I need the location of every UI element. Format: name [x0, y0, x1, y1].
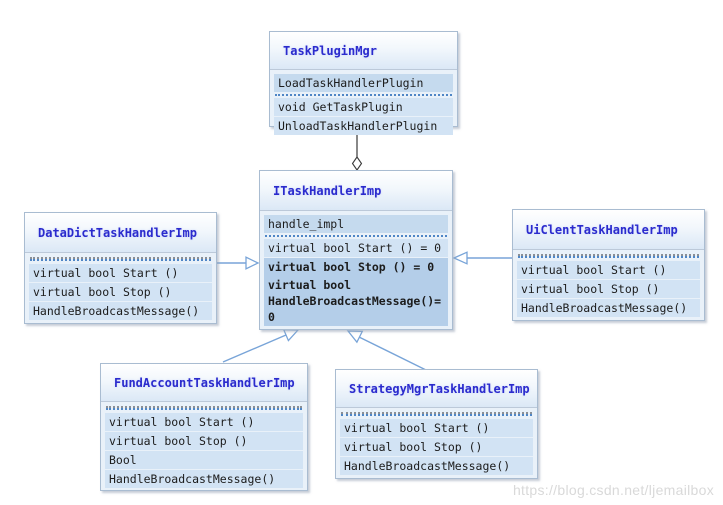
method-row-handlebroadcastmessage[interactable]: HandleBroadcastMessage()	[105, 470, 303, 488]
method-row-handlebroadcastmessage[interactable]: HandleBroadcastMessage()	[517, 299, 700, 317]
inheritance-arrowhead-icon	[346, 330, 364, 344]
watermark-url: https://blog.csdn.net/ljemailbox	[512, 482, 714, 498]
class-name-label: FundAccountTaskHandlerImp	[114, 375, 295, 390]
class-title-bar[interactable]: StrategyMgrTaskHandlerImp	[336, 370, 537, 408]
class-members-compartment: LoadTaskHandlerPlugin void GetTaskPlugin…	[270, 71, 457, 135]
class-box-fundaccounttaskhandlerimp[interactable]: FundAccountTaskHandlerImp virtual bool S…	[100, 363, 308, 491]
inheritance-connector-strategymgr-itaskhandlerimp[interactable]	[346, 330, 429, 372]
empty-fields-divider	[30, 257, 211, 261]
method-row-handlebroadcastmessage[interactable]: HandleBroadcastMessage()	[29, 302, 212, 320]
class-title-bar[interactable]: FundAccountTaskHandlerImp	[101, 364, 307, 402]
inheritance-arrowhead-icon	[245, 256, 260, 270]
method-row-bool[interactable]: Bool	[105, 451, 303, 469]
empty-fields-divider	[341, 412, 532, 416]
inheritance-line[interactable]	[222, 334, 287, 363]
class-name-label: StrategyMgrTaskHandlerImp	[349, 381, 530, 396]
class-name-label: TaskPluginMgr	[283, 43, 377, 58]
class-title-bar[interactable]: UiClentTaskHandlerImp	[513, 210, 704, 250]
method-row-stop[interactable]: virtual bool Stop ()	[340, 438, 533, 456]
method-row-start[interactable]: virtual bool Start () = 0	[264, 239, 448, 257]
inheritance-arrowhead-icon	[452, 251, 468, 265]
class-box-itaskhandlerimp[interactable]: ITaskHandlerImp handle_impl virtual bool…	[259, 170, 453, 330]
inheritance-arrowhead-icon	[282, 328, 300, 342]
class-box-taskpluginmgr[interactable]: TaskPluginMgr LoadTaskHandlerPlugin void…	[269, 31, 458, 135]
class-title-bar[interactable]: TaskPluginMgr	[270, 32, 457, 70]
method-row-stop[interactable]: virtual bool Stop ()	[29, 283, 212, 301]
class-box-uiclenttaskhandlerimp[interactable]: UiClentTaskHandlerImp virtual bool Start…	[512, 209, 705, 321]
class-members-compartment: handle_impl virtual bool Start () = 0 vi…	[260, 212, 452, 329]
class-title-bar[interactable]: ITaskHandlerImp	[260, 171, 452, 211]
compartment-divider	[265, 235, 447, 237]
inheritance-line[interactable]	[358, 336, 429, 372]
attribute-row-handle-impl[interactable]: handle_impl	[264, 215, 448, 233]
empty-fields-divider	[106, 406, 302, 410]
attribute-row-loadtaskhandlerplugin[interactable]: LoadTaskHandlerPlugin	[274, 74, 453, 92]
aggregation-diamond-icon	[351, 156, 363, 171]
method-row-start[interactable]: virtual bool Start ()	[340, 419, 533, 437]
selected-members-block[interactable]: virtual bool Stop () = 0 virtual bool Ha…	[264, 258, 448, 326]
class-box-datadicttaskhandlerimp[interactable]: DataDictTaskHandlerImp virtual bool Star…	[24, 212, 217, 324]
class-name-label: DataDictTaskHandlerImp	[38, 225, 197, 240]
method-row-unloadtaskhandlerplugin[interactable]: UnloadTaskHandlerPlugin	[274, 117, 453, 135]
method-row-gettaskplugin[interactable]: void GetTaskPlugin	[274, 98, 453, 116]
inheritance-connector-fundaccount-itaskhandlerimp[interactable]	[222, 328, 300, 363]
method-row-stop[interactable]: virtual bool Stop () = 0	[264, 258, 448, 276]
class-name-label: ITaskHandlerImp	[273, 183, 382, 198]
method-row-stop[interactable]: virtual bool Stop ()	[517, 280, 700, 298]
method-row-start[interactable]: virtual bool Start ()	[29, 264, 212, 282]
method-row-handlebroadcastmessage[interactable]: virtual bool HandleBroadcastMessage()= 0	[264, 276, 448, 326]
compartment-divider	[275, 94, 452, 96]
empty-fields-divider	[518, 254, 699, 258]
class-title-bar[interactable]: DataDictTaskHandlerImp	[25, 213, 216, 253]
method-row-start[interactable]: virtual bool Start ()	[517, 261, 700, 279]
class-members-compartment: virtual bool Start () virtual bool Stop …	[101, 403, 307, 490]
inheritance-connector-datadict-itaskhandlerimp[interactable]	[217, 256, 260, 270]
class-name-label: UiClentTaskHandlerImp	[526, 222, 678, 237]
inheritance-connector-uiclent-itaskhandlerimp[interactable]	[452, 251, 512, 265]
method-row-stop[interactable]: virtual bool Stop ()	[105, 432, 303, 450]
method-row-handlebroadcastmessage[interactable]: HandleBroadcastMessage()	[340, 457, 533, 475]
class-members-compartment: virtual bool Start () virtual bool Stop …	[513, 251, 704, 320]
method-row-start[interactable]: virtual bool Start ()	[105, 413, 303, 431]
class-members-compartment: virtual bool Start () virtual bool Stop …	[336, 409, 537, 478]
class-box-strategymgrtaskhandlerimp[interactable]: StrategyMgrTaskHandlerImp virtual bool S…	[335, 369, 538, 479]
class-members-compartment: virtual bool Start () virtual bool Stop …	[25, 254, 216, 323]
